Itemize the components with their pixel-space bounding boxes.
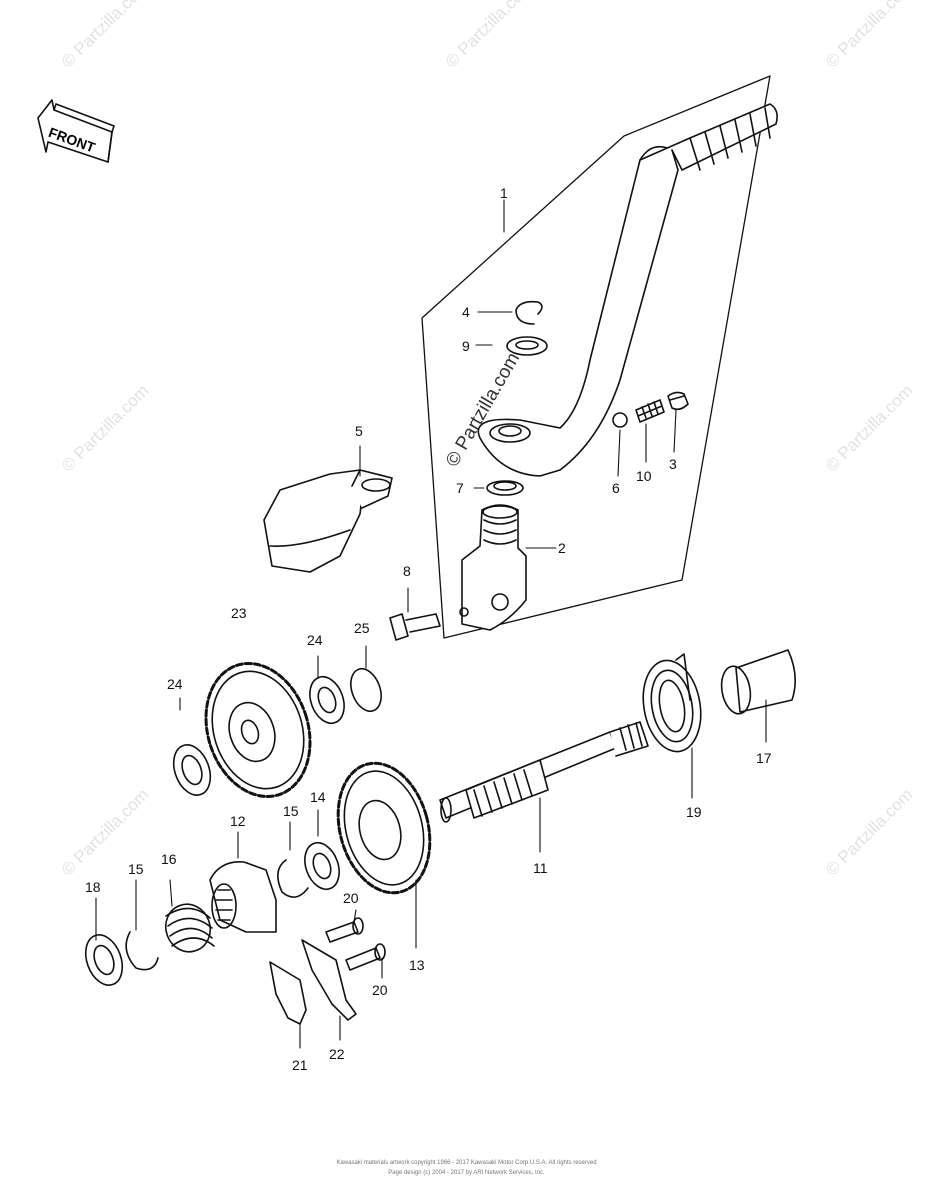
washer — [304, 841, 340, 891]
bolt — [389, 613, 441, 641]
assembly-frame — [421, 75, 771, 639]
part-label: 22 — [329, 1046, 345, 1062]
part-label: 15 — [283, 803, 299, 819]
kick-shaft — [439, 721, 649, 823]
circlip — [125, 931, 159, 971]
part-label: 9 — [462, 338, 470, 354]
part-label: 3 — [669, 456, 677, 472]
part-label: 6 — [612, 480, 620, 496]
cap — [667, 391, 689, 411]
washer — [172, 744, 212, 796]
copyright-line: Kawasaki materials artwork copyright 196… — [336, 1160, 597, 1166]
part-label: 17 — [756, 750, 772, 766]
washer — [309, 675, 345, 725]
part-label: 24 — [167, 676, 183, 692]
circlip — [515, 300, 543, 325]
front-arrow-icon — [37, 99, 115, 163]
idle-gear — [204, 662, 312, 798]
copyright-line: Page design (c) 2004 - 2017 by ARI Netwo… — [388, 1170, 545, 1176]
ratchet — [209, 861, 277, 933]
part-label: 5 — [355, 423, 363, 439]
kick-pedal-lever — [477, 103, 778, 477]
spring-guide — [720, 649, 796, 715]
bolt — [325, 917, 364, 943]
part-label: 16 — [161, 851, 177, 867]
circlip — [277, 859, 309, 898]
part-label: 7 — [456, 480, 464, 496]
part-label: 4 — [462, 304, 470, 320]
part-label: 2 — [558, 540, 566, 556]
part-label: 23 — [231, 605, 247, 621]
washer — [84, 934, 124, 986]
part-label: 19 — [686, 804, 702, 820]
part-label: 10 — [636, 468, 652, 484]
circlip — [350, 667, 382, 713]
part-label: 24 — [307, 632, 323, 648]
plate — [301, 939, 357, 1021]
coil-spring — [164, 903, 215, 953]
part-label: 15 — [128, 861, 144, 877]
part-label: 1 — [500, 185, 508, 201]
plate — [269, 961, 307, 1025]
washer — [506, 336, 548, 356]
kick-gear — [336, 761, 432, 895]
part-label: 12 — [230, 813, 246, 829]
part-label: 25 — [354, 620, 370, 636]
ball — [612, 412, 628, 428]
torsion-spring — [642, 653, 702, 753]
part-label: 13 — [409, 957, 425, 973]
cover — [263, 469, 393, 573]
part-label: 18 — [85, 879, 101, 895]
part-label: 14 — [310, 789, 326, 805]
leader-lines — [95, 199, 767, 1049]
part-label: 21 — [292, 1057, 308, 1073]
spring — [635, 399, 665, 423]
ring — [486, 480, 524, 496]
kick-shaft-boss — [459, 504, 527, 631]
part-label: 20 — [372, 982, 388, 998]
bolt — [345, 943, 386, 971]
part-label: 20 — [343, 890, 359, 906]
part-label: 8 — [403, 563, 411, 579]
part-label: 11 — [533, 860, 548, 876]
